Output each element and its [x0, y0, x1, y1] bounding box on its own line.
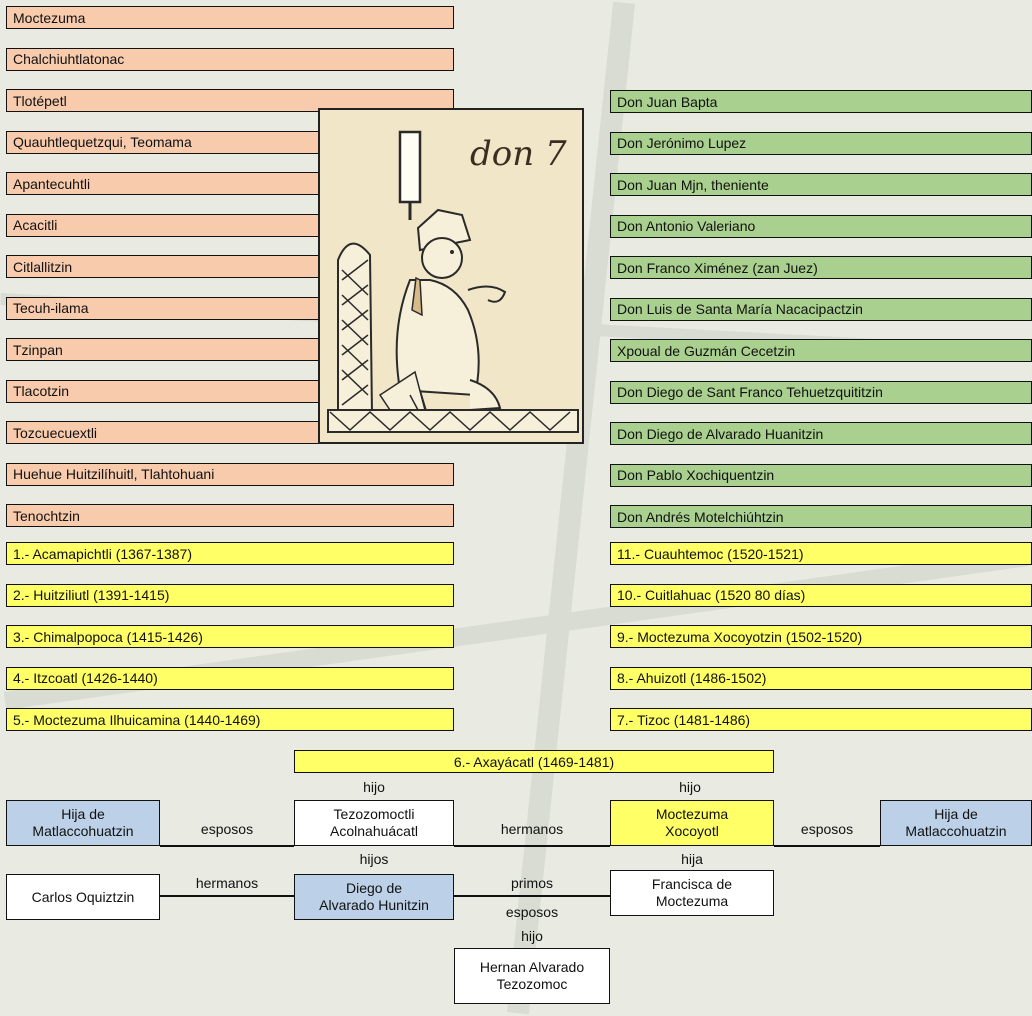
hija-matlaccohuatzin-left: Hija de Matlaccohuatzin	[6, 800, 160, 846]
hernan-line2: Tezozomoc	[496, 976, 568, 992]
ruler-left-item-3: 3.- Chimalpopoca (1415-1426)	[6, 625, 454, 648]
ruler-right-item-4: 8.- Ahuizotl (1486-1502)	[610, 666, 1032, 690]
codex-illustration: don 7	[318, 108, 584, 444]
ancestor-item-12: Huehue Huitzilíhuitl, Tlahtohuani	[6, 462, 454, 486]
ancestor-item-8: Tecuh-ilama	[6, 296, 320, 320]
carlos-oquiztzin: Carlos Oquiztzin	[6, 874, 160, 920]
ancestor-item-4: Quauhtlequetzqui, Teomama	[6, 130, 320, 154]
ancestor-item-7: Citlallitzin	[6, 255, 320, 278]
ancestor-item-3: Tlotépetl	[6, 89, 454, 112]
hija-left-line2: Matlaccohuatzin	[32, 823, 134, 839]
governor-item-7: Xpoual de Guzmán Cecetzin	[610, 339, 1032, 362]
ruler-axayacatl: 6.- Axayácatl (1469-1481)	[294, 750, 774, 773]
ancestor-item-2: Chalchiuhtlatonac	[6, 47, 454, 71]
ancestor-item-10: Tlacotzin	[6, 379, 320, 403]
ancestor-item-11: Tozcuecuextli	[6, 421, 320, 444]
ruler-left-item-4: 4.- Itzcoatl (1426-1440)	[6, 666, 454, 690]
ruler-right-item-2: 10.- Cuitlahuac (1520 80 días)	[610, 583, 1032, 607]
ruler-left-item-2: 2.- Huitziliutl (1391-1415)	[6, 583, 454, 607]
governor-item-1: Don Juan Bapta	[610, 90, 1032, 113]
governor-item-6: Don Luis de Santa María Nacacipactzin	[610, 297, 1032, 321]
governor-item-10: Don Pablo Xochiquentzin	[610, 463, 1032, 487]
moctezuma-line2: Xocoyotl	[665, 823, 719, 839]
ruler-right-item-3: 9.- Moctezuma Xocoyotzin (1502-1520)	[610, 625, 1032, 648]
governor-item-9: Don Diego de Alvarado Huanitzin	[610, 422, 1032, 445]
governor-item-5: Don Franco Ximénez (zan Juez)	[610, 256, 1032, 279]
moctezuma-line1: Moctezuma	[655, 805, 729, 822]
ancestor-item-13: Tenochtzin	[6, 504, 454, 527]
label-hijos: hijos	[359, 851, 389, 867]
diego-line1: Diego de	[345, 879, 403, 896]
label-primos: primos	[510, 875, 553, 891]
label-hijo-bottom: hijo	[521, 928, 543, 944]
francisca-line2: Moctezuma	[655, 893, 729, 909]
ruler-left-item-1: 1.- Acamapichtli (1367-1387)	[6, 542, 454, 565]
hija-matlaccohuatzin-right: Hija de Matlaccohuatzin	[880, 800, 1032, 846]
label-esposos-right: esposos	[800, 821, 854, 837]
ancestor-item-9: Tzinpan	[6, 338, 320, 361]
ancestor-item-5: Apantecuhtli	[6, 172, 320, 195]
connector-hermanos-bottom	[160, 895, 294, 897]
francisca-moctezuma: Francisca de Moctezuma	[610, 870, 774, 916]
francisca-line1: Francisca de	[651, 875, 733, 892]
label-esposos-left: esposos	[200, 821, 254, 837]
hija-right-line1: Hija de	[934, 805, 978, 822]
moctezuma-xocoyotl: Moctezuma Xocoyotl	[610, 800, 774, 846]
label-esposos-mid: esposos	[505, 904, 559, 920]
ancestor-item-6: Acacitli	[6, 213, 320, 237]
diego-line2: Alvarado Hunitzin	[319, 897, 429, 913]
connector-primos-esposos	[454, 895, 610, 897]
ruler-right-item-5: 7.- Tizoc (1481-1486)	[610, 708, 1032, 731]
connector-hermanos-top	[454, 845, 610, 847]
tezozomoctli-line1: Tezozomoctli	[333, 805, 415, 822]
connector-esposos-left	[160, 845, 294, 847]
hernan-alvarado-tezozomoc: Hernan Alvarado Tezozomoc	[454, 948, 610, 1004]
tezozomoctli-acolnahuacatl: Tezozomoctli Acolnahuácatl	[294, 800, 454, 846]
ancestor-item-1: Moctezuma	[6, 6, 454, 29]
ruler-left-item-5: 5.- Moctezuma Ilhuicamina (1440-1469)	[6, 708, 454, 731]
codex-drawing	[320, 110, 582, 442]
connector-esposos-right	[774, 845, 880, 847]
label-hijo-left: hijo	[363, 779, 385, 795]
hija-left-line1: Hija de	[61, 805, 105, 822]
label-hermanos-top: hermanos	[500, 821, 564, 837]
hernan-line1: Hernan Alvarado	[479, 958, 585, 975]
hija-right-line2: Matlaccohuatzin	[905, 823, 1007, 839]
governor-item-2: Don Jerónimo Lupez	[610, 131, 1032, 155]
governor-item-4: Don Antonio Valeriano	[610, 214, 1032, 238]
governor-item-3: Don Juan Mjn, theniente	[610, 173, 1032, 196]
tezozomoctli-line2: Acolnahuácatl	[330, 823, 418, 839]
codex-inscription: don 7	[470, 134, 567, 174]
label-hijo-right: hijo	[679, 779, 701, 795]
governor-item-11: Don Andrés Motelchiúhtzin	[610, 505, 1032, 528]
label-hija: hija	[681, 851, 703, 867]
diego-alvarado-hunitzin: Diego de Alvarado Hunitzin	[294, 874, 454, 920]
governor-item-8: Don Diego de Sant Franco Tehuetzquititzi…	[610, 380, 1032, 404]
label-hermanos-bottom: hermanos	[195, 875, 259, 891]
ruler-right-item-1: 11.- Cuauhtemoc (1520-1521)	[610, 542, 1032, 565]
